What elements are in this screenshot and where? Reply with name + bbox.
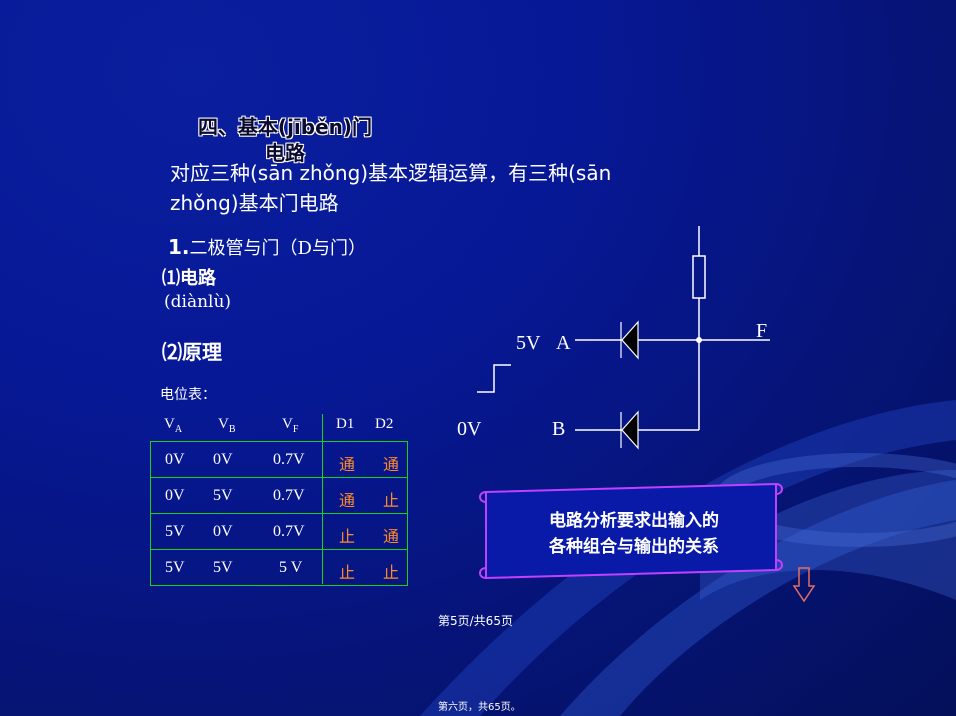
table-row: 0V 0V 0.7V 通 通 xyxy=(151,442,407,478)
label-0v: 0V xyxy=(457,418,482,440)
intro-text: 对应三种(sān zhǒng)基本逻辑运算，有三种(sān zhǒng)基本门电… xyxy=(170,158,710,218)
table-row: 5V 5V 5 V 止 止 xyxy=(165,559,400,582)
header-vb: VB xyxy=(218,416,236,435)
header-d2: D2 xyxy=(375,416,394,432)
table-row: 0V 5V 0.7V 通 止 xyxy=(151,478,407,514)
junction-dot xyxy=(696,337,702,343)
sub1-title: ⑴电路 xyxy=(162,268,216,289)
table-divider xyxy=(322,414,323,584)
heading-line1: 四、基本(jīběn)门 xyxy=(197,115,373,139)
arrow-down-icon[interactable] xyxy=(792,566,816,604)
callout-text: 电路分析要求出输入的 各种组合与输出的关系 xyxy=(494,508,774,560)
callout-line2: 各种组合与输出的关系 xyxy=(549,537,719,557)
page-footer: 第六页，共65页。 xyxy=(438,702,521,713)
potential-table: 0V 0V 0.7V 通 通 0V 5V 0.7V 通 止 5V 0V 0.7V… xyxy=(150,441,408,586)
section1-title: 1.二极管与门（D与门） xyxy=(168,234,366,260)
intro-line2: zhǒng)基本门电路 xyxy=(170,191,339,215)
callout-line1: 电路分析要求出输入的 xyxy=(549,511,719,531)
sub1-pinyin: (diànlù) xyxy=(164,292,232,312)
heading-line2: 电路 xyxy=(265,141,305,165)
label-f: F xyxy=(756,320,768,342)
potential-table-title: 电位表： xyxy=(160,387,216,403)
intro-line1: 对应三种(sān zhǒng)基本逻辑运算，有三种(sān xyxy=(170,161,612,185)
label-b: B xyxy=(552,418,566,440)
section1-label: 二极管与门 xyxy=(189,238,280,259)
header-d1: D1 xyxy=(336,416,355,432)
table-row: 5V 0V 0.7V 止 通 xyxy=(151,514,407,550)
section1-paren: （D与门） xyxy=(279,238,366,259)
diode-d1-icon xyxy=(621,320,639,360)
header-va: VA xyxy=(164,416,183,435)
callout-scroll xyxy=(479,482,783,580)
header-vf: VF xyxy=(282,416,299,435)
page-heading: 四、基本(jīběn)门 电路 xyxy=(160,114,410,166)
section1-number: 1. xyxy=(168,235,190,259)
diode-d2-icon xyxy=(621,410,639,450)
label-a: A xyxy=(556,332,571,354)
sub2-title: ⑵原理 xyxy=(162,340,222,364)
label-5v: 5V xyxy=(516,332,541,354)
page-number: 第5页/共65页 xyxy=(438,614,513,628)
